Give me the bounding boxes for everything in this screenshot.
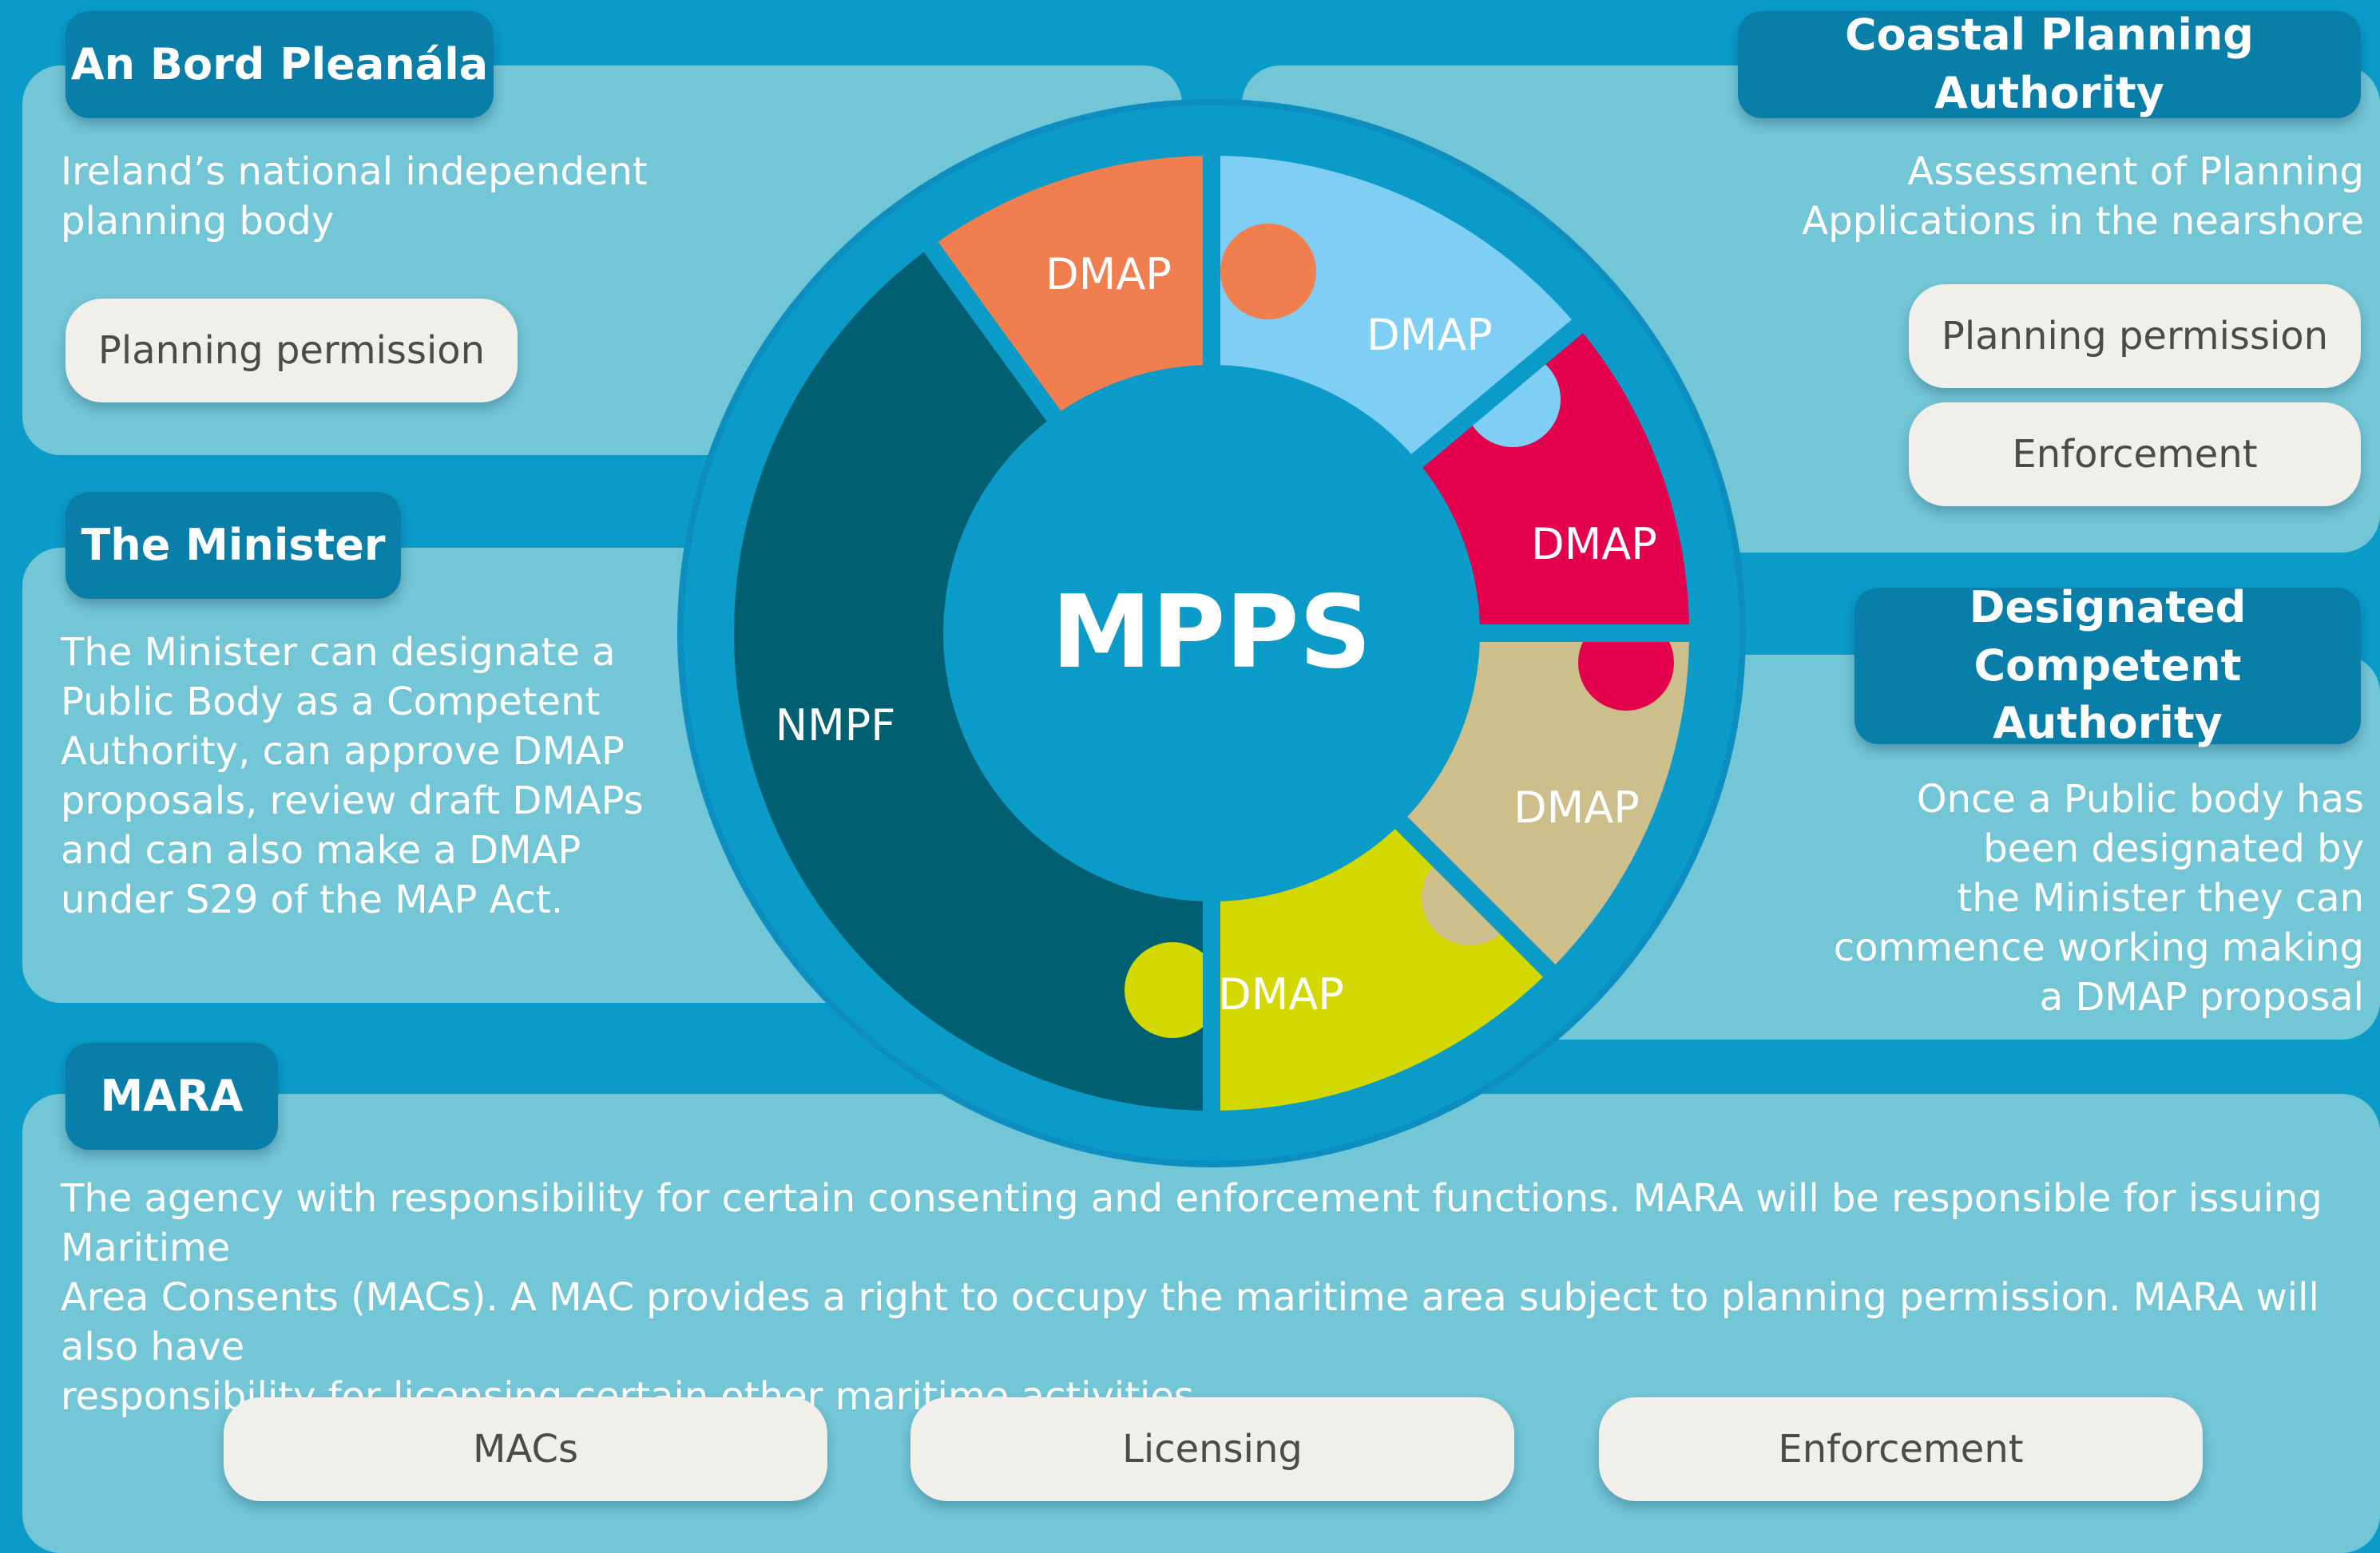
designated-title-line: Designated	[1969, 581, 2247, 632]
minister-desc-line: Public Body as a Competent	[61, 679, 601, 724]
an-bord-description: Ireland’s national independent planning …	[61, 147, 648, 246]
designated-title-line: Competent Authority	[1973, 640, 2242, 749]
coastal-enforcement-button[interactable]: Enforcement	[1909, 402, 2361, 506]
mara-desc-line: The agency with responsibility for certa…	[61, 1176, 2322, 1270]
segment-divider-5	[922, 239, 1066, 428]
an-bord-planning-permission-button[interactable]: Planning permission	[65, 299, 518, 402]
dmap-segment-magenta	[1413, 326, 1689, 633]
coastal-description: Assessment of Planning Applications in t…	[1802, 147, 2364, 246]
mara-description: The agency with responsibility for certa…	[61, 1174, 2361, 1421]
dmap-label-lightblue: DMAP	[1367, 310, 1493, 360]
dmap-label-lime: DMAP	[1218, 969, 1344, 1020]
mara-macs-button[interactable]: MACs	[224, 1397, 827, 1501]
mara-licensing-button[interactable]: Licensing	[910, 1397, 1514, 1501]
segment-dividers	[922, 153, 1692, 1114]
knob-lightblue	[1465, 351, 1561, 447]
minister-description: The Minister can designate a Public Body…	[61, 628, 644, 925]
mpps-center-label: MPPS	[1052, 573, 1372, 691]
knob-nmpf	[896, 305, 1002, 410]
nmpf-segment	[733, 247, 1212, 1111]
designated-desc-line: a DMAP proposal	[2039, 975, 2364, 1020]
mara-enforcement-button[interactable]: Enforcement	[1599, 1397, 2203, 1501]
nmpf-label: NMPF	[775, 700, 896, 751]
designated-title: Designated Competent Authority	[1854, 582, 2361, 748]
coastal-desc-line: Assessment of Planning	[1907, 149, 2364, 194]
mpps-center-circle	[943, 365, 1480, 901]
dmap-label-tan: DMAP	[1513, 782, 1640, 833]
designated-desc-line: Once a Public body has	[1916, 777, 2364, 822]
minister-desc-line: and can also make a DMAP	[61, 828, 581, 873]
dmap-label-magenta: DMAP	[1531, 519, 1657, 569]
dmap-label-orange: DMAP	[1045, 249, 1172, 299]
an-bord-desc-line: planning body	[61, 199, 335, 244]
minister-desc-line: The Minister can designate a	[61, 630, 616, 675]
coastal-title: Coastal Planning Authority	[1738, 10, 2361, 118]
knob-orange	[1220, 224, 1316, 319]
mara-desc-line: Area Consents (MACs). A MAC provides a r…	[61, 1275, 2319, 1369]
minister-desc-line: under S29 of the MAP Act.	[61, 878, 564, 922]
knob-lime	[1125, 942, 1220, 1038]
coastal-planning-permission-button[interactable]: Planning permission	[1909, 284, 2361, 388]
an-bord-title: An Bord Pleanála	[65, 11, 494, 118]
minister-desc-line: proposals, review draft DMAPs	[61, 778, 644, 823]
designated-desc-line: been designated by	[1983, 826, 2364, 871]
designated-description: Once a Public body has been designated b…	[1834, 775, 2364, 1022]
designated-desc-line: commence working making	[1833, 925, 2364, 970]
minister-desc-line: Authority, can approve DMAP	[61, 729, 625, 774]
designated-desc-line: the Minister they can	[1957, 876, 2364, 921]
mara-title: MARA	[65, 1043, 278, 1150]
dmap-segment-orange	[930, 156, 1212, 421]
minister-title: The Minister	[65, 492, 401, 599]
segment-divider-3	[1389, 810, 1558, 980]
an-bord-desc-line: Ireland’s national independent	[61, 149, 648, 194]
segment-divider-1	[1405, 317, 1586, 473]
coastal-desc-line: Applications in the nearshore	[1802, 199, 2364, 244]
